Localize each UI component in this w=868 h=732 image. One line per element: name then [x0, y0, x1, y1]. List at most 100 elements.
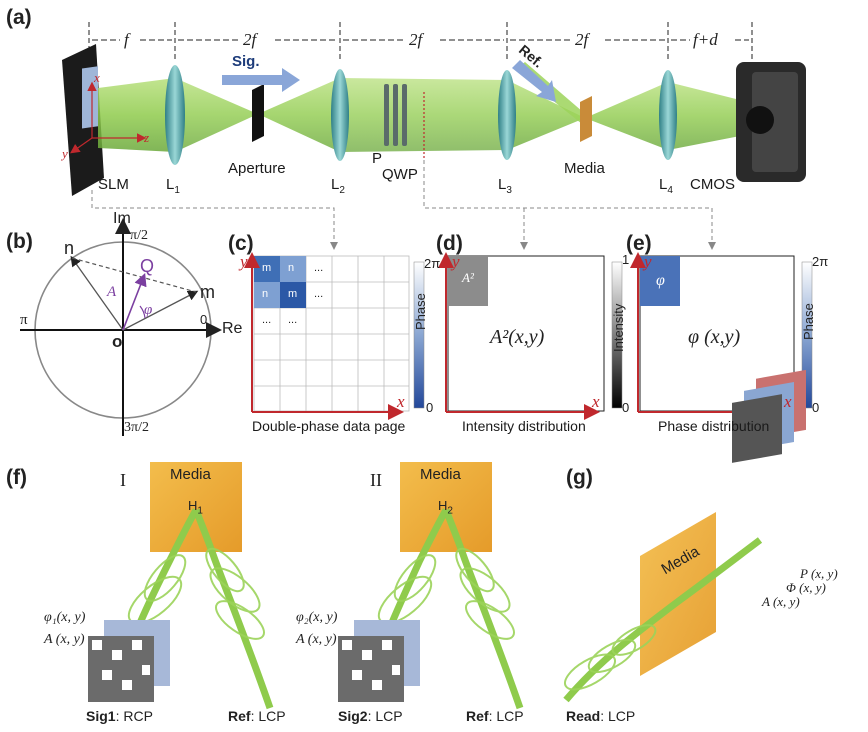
d-formula: A²(x,y): [490, 326, 545, 348]
panel-f-part2: [338, 462, 524, 710]
lens-l1: [165, 65, 185, 165]
cell-e: [640, 256, 680, 306]
f1-sig-bold: Sig1: [86, 708, 116, 724]
ref-beam-f1: [192, 508, 274, 710]
beam-5: [507, 80, 585, 150]
qwp-plate-1: [393, 84, 398, 146]
polarizer: [384, 84, 389, 146]
f2-h-sub: 2: [447, 505, 453, 517]
beam-6: [585, 82, 668, 150]
f2-ref-rest: : LCP: [488, 708, 524, 724]
beam-3: [258, 78, 340, 152]
beam-1: [98, 78, 175, 152]
panel-c-grid: [244, 252, 425, 420]
d-cell: A²: [462, 270, 474, 285]
b-left: π: [20, 312, 28, 328]
g-read-rest: : LCP: [600, 708, 636, 724]
e-x: x: [784, 392, 792, 411]
panel-label-g: (g): [566, 466, 593, 489]
f2-ref: Ref: LCP: [466, 708, 524, 724]
c-caption: Double-phase data page: [252, 418, 406, 434]
l2-label: L2: [331, 176, 345, 196]
l1-sub: 1: [174, 185, 180, 196]
f2-phi: φ₂(x, y): [296, 610, 338, 625]
aperture-label: Aperture: [228, 160, 286, 177]
f1-phi: φ₁(x, y): [44, 610, 86, 625]
b-re: Re: [222, 320, 243, 337]
f2-roman: II: [370, 470, 382, 490]
panel-label-a: (a): [6, 6, 32, 29]
c-cell-01: n: [288, 262, 295, 274]
media-plate-a: [580, 96, 592, 142]
f2-media: Media: [420, 466, 461, 483]
read-beam: [563, 537, 763, 703]
d-caption: Intensity distribution: [462, 418, 586, 434]
b-im: Im: [113, 210, 131, 227]
qwp-label: QWP: [382, 166, 418, 183]
l3-sub: 3: [506, 185, 512, 196]
ref-beam-f2: [442, 508, 524, 710]
cmos-label: CMOS: [690, 176, 735, 193]
panel-label-d: (d): [436, 232, 463, 255]
d-x: x: [592, 392, 600, 411]
panel-label-c: (c): [228, 232, 254, 255]
l4-text: L: [659, 176, 668, 193]
lens-l3: [498, 70, 516, 160]
f2-sig: Sig2: LCP: [338, 708, 403, 724]
dim-1: f: [124, 30, 129, 49]
f1-sig-rest: : RCP: [115, 708, 153, 724]
p-label: P: [372, 150, 383, 167]
f2-h: H2: [438, 498, 453, 517]
b-n: n: [64, 238, 75, 258]
cell-d: [448, 256, 488, 306]
f1-media: Media: [170, 466, 211, 483]
slm-label: SLM: [98, 176, 129, 193]
lens-l4: [659, 70, 677, 160]
ref-arrow: [512, 60, 556, 102]
g-read: Read: LCP: [566, 708, 635, 724]
e-y: y: [644, 252, 652, 271]
d-cb-label: Intensity: [611, 303, 626, 352]
media-label-a: Media: [564, 160, 605, 177]
panel-label-f: (f): [6, 466, 27, 489]
aperture-plate: [252, 84, 264, 142]
l4-sub: 4: [667, 185, 673, 196]
f1-h-text: H: [188, 498, 198, 513]
c-cell-00: m: [262, 262, 272, 274]
f1-ref: Ref: LCP: [228, 708, 286, 724]
c-x: x: [397, 392, 405, 411]
sig-label: Sig.: [232, 53, 260, 70]
dim-2: 2f: [243, 30, 257, 49]
spiral-f1: [127, 547, 265, 640]
f1-roman: I: [120, 470, 126, 490]
spiral-g: [564, 624, 657, 691]
colorbar-e: [801, 261, 813, 409]
l2-sub: 2: [339, 185, 345, 196]
b-a: A: [107, 284, 117, 300]
l1-label: L1: [166, 176, 180, 196]
b-right: 0: [200, 312, 208, 327]
b-top: π/2: [130, 228, 148, 243]
e-cell: φ: [656, 272, 665, 289]
b-bottom: 3π/2: [124, 420, 149, 435]
panel-d-plot: [438, 252, 623, 420]
media-plate-f2: [400, 462, 492, 552]
b-q: Q: [140, 256, 155, 276]
f2-a: A (x, y): [296, 632, 337, 647]
e-cb-top: 2π: [812, 254, 829, 269]
f2-h-text: H: [438, 498, 448, 513]
f2-sig-rest: : LCP: [367, 708, 403, 724]
b-m: m: [200, 282, 215, 302]
panel-label-e: (e): [626, 232, 652, 255]
cell-c-01: [280, 256, 306, 282]
panel-g-reading: [563, 369, 806, 703]
l2-text: L: [331, 176, 340, 193]
c-cell-12: ...: [314, 288, 324, 300]
b-origin: o: [112, 332, 123, 351]
c-cb-top: 2π: [424, 256, 441, 271]
cell-c-11: [280, 282, 306, 308]
l3-label: L3: [498, 176, 512, 196]
f1-h-sub: 1: [197, 505, 203, 517]
f1-h: H1: [188, 498, 203, 517]
